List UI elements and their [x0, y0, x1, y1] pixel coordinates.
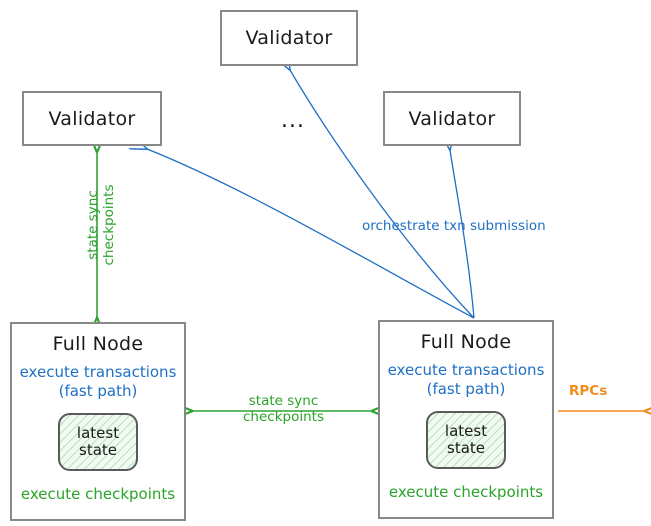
fullnode-left-latest-state-box[interactable]: latest state: [58, 413, 138, 472]
fullnode-right-execute-line2: (fast path): [426, 380, 506, 399]
validator-left-box[interactable]: Validator: [22, 91, 162, 146]
validator-top-box[interactable]: Validator: [220, 10, 358, 66]
statesync-fullnodes-line1: state sync: [248, 393, 319, 409]
fullnode-right-execute-line1: execute transactions: [387, 361, 545, 379]
fullnode-left-execute: execute transactions (fast path): [20, 363, 177, 401]
validator-right-label: Validator: [408, 107, 496, 130]
statesync-validator-left-label-top: state sync: [85, 165, 101, 285]
fullnode-right-latest-state-box[interactable]: latest state: [426, 411, 506, 470]
fullnode-right-state-line1: latest: [444, 421, 488, 440]
statesync-validator-left-line2: checkpoints: [101, 184, 117, 266]
rpcs-label: RPCs: [569, 383, 608, 399]
fullnode-left-title: Full Node: [52, 333, 144, 355]
validator-top-label: Validator: [245, 27, 333, 49]
orchestrate-txn-submission-label: orchestrate txn submission: [362, 218, 546, 234]
statesync-fullnodes-label: state sync checkpoints: [231, 393, 336, 426]
validators-ellipsis: ...: [281, 108, 305, 133]
fullnode-right-checkpoints: execute checkpoints: [388, 483, 544, 502]
fullnode-right-title: Full Node: [420, 331, 512, 353]
fullnode-left-state-line2: state: [79, 441, 117, 460]
fullnode-right-execute: execute transactions (fast path): [388, 361, 545, 399]
statesync-fullnodes-line2: checkpoints: [243, 409, 324, 426]
validator-right-box[interactable]: Validator: [383, 91, 521, 146]
fullnode-left-checkpoints: execute checkpoints: [20, 485, 176, 504]
validator-left-label: Validator: [48, 107, 136, 130]
fullnode-left-state-line1: latest: [76, 423, 120, 442]
fullnode-left-box[interactable]: Full Node execute transactions (fast pat…: [10, 322, 186, 521]
fullnode-left-execute-line1: execute transactions: [19, 363, 177, 381]
fullnode-right-box[interactable]: Full Node execute transactions (fast pat…: [378, 320, 554, 519]
fullnode-left-execute-line2: (fast path): [58, 382, 138, 401]
statesync-validator-left-line1: state sync: [85, 190, 101, 260]
statesync-validator-left-label: checkpoints: [101, 165, 117, 285]
fullnode-right-state-line2: state: [447, 439, 485, 458]
